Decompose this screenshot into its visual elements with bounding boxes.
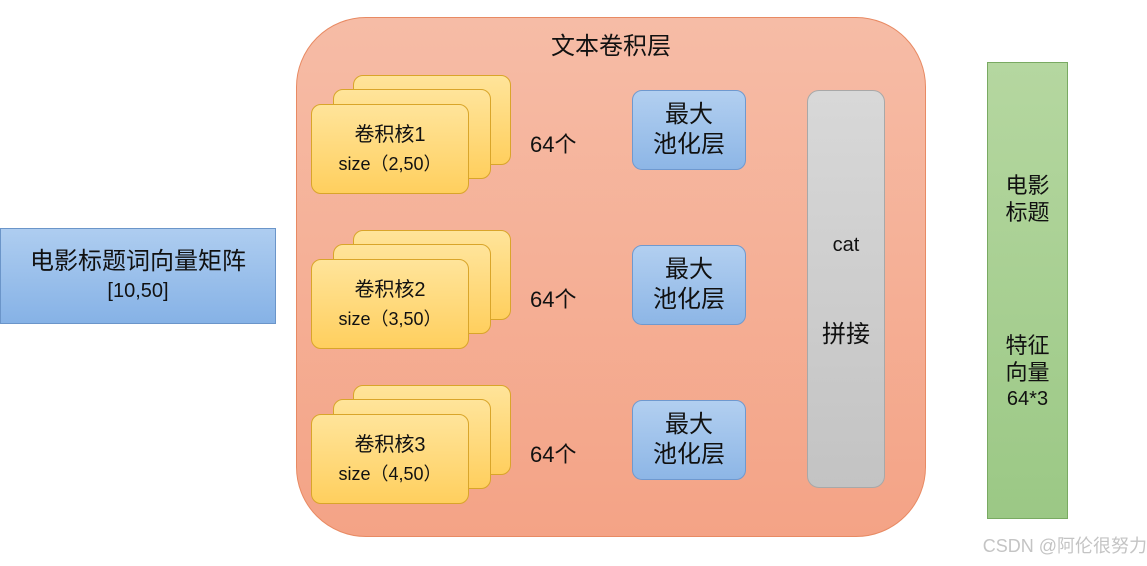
output-vector-label: 特征 向量: [987, 332, 1068, 386]
output-title-line-1: 电影: [1005, 173, 1050, 198]
kernel-1-card: 卷积核1 size（2,50）: [311, 104, 469, 194]
input-matrix-box: 电影标题词向量矩阵 [10,50]: [0, 228, 276, 324]
kernel-2-size: size（3,50）: [338, 309, 442, 329]
concat-label: 拼接: [822, 321, 870, 348]
max-pool-2: 最大 池化层: [632, 245, 746, 325]
kernel-3-size: size（4,50）: [338, 464, 442, 484]
watermark-text: CSDN @阿伦很努力: [982, 536, 1147, 556]
input-matrix-title: 电影标题词向量矩阵: [30, 248, 246, 275]
output-dimension: 64*3: [1006, 388, 1049, 410]
kernel-2-card: 卷积核2 size（3,50）: [311, 259, 469, 349]
max-pool-1-line-1: 最大: [665, 101, 713, 128]
output-vector-line-1: 特征: [1005, 333, 1050, 358]
output-title: 电影 标题: [987, 172, 1068, 226]
kernel-3-name: 卷积核3: [354, 434, 426, 456]
max-pool-2-line-1: 最大: [665, 256, 713, 283]
kernel-2-name: 卷积核2: [354, 279, 426, 301]
max-pool-1-line-2: 池化层: [653, 131, 725, 158]
kernel-2-count: 64个: [530, 287, 577, 312]
max-pool-2-line-2: 池化层: [653, 286, 725, 313]
kernel-3-count: 64个: [530, 442, 577, 467]
input-matrix-shape: [10,50]: [107, 280, 169, 302]
kernel-3-card: 卷积核3 size（4,50）: [311, 414, 469, 504]
concat-op-label: cat: [832, 234, 860, 256]
output-vector-line-2: 向量: [1005, 360, 1050, 385]
max-pool-3: 最大 池化层: [632, 400, 746, 480]
output-title-line-2: 标题: [1005, 200, 1050, 225]
max-pool-3-line-1: 最大: [665, 411, 713, 438]
kernel-1-name: 卷积核1: [354, 124, 426, 146]
text-conv-layer-title: 文本卷积层: [551, 33, 671, 60]
max-pool-3-line-2: 池化层: [653, 441, 725, 468]
kernel-1-count: 64个: [530, 132, 577, 157]
max-pool-1: 最大 池化层: [632, 90, 746, 170]
output-feature-box: [987, 62, 1068, 519]
concat-box: [807, 90, 885, 488]
kernel-1-size: size（2,50）: [338, 154, 442, 174]
